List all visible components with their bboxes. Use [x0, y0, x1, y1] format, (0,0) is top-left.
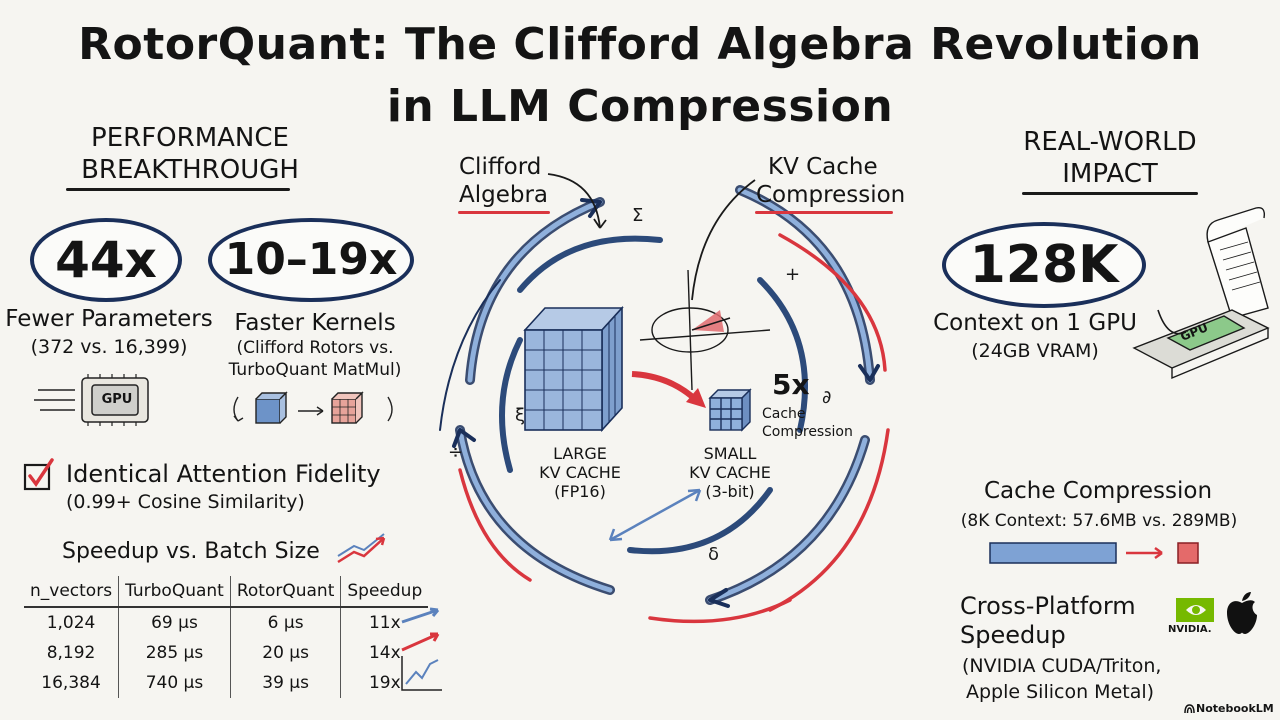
context-stat-value: 128K [942, 222, 1146, 308]
cross-platform-detail: (NVIDIA CUDA/Triton, [962, 655, 1162, 677]
page-title: RotorQuant: The Clifford Algebra Revolut… [78, 19, 1202, 70]
table-row: 8,192 285 μs 20 μs 14x [24, 638, 429, 668]
table-cell: 19x [340, 668, 429, 698]
table-cell: 20 μs [229, 638, 341, 668]
speedup-table: n_vectors TurboQuant RotorQuant Speedup … [24, 576, 429, 698]
table-row: 1,024 69 μs 6 μs 11x [24, 607, 429, 638]
table-cell: 14x [340, 638, 429, 668]
large-cache-label-line3: (FP16) [554, 482, 606, 501]
clifford-algebra-label: Clifford [459, 154, 542, 180]
cache-size-bars [989, 542, 1199, 564]
impact-header-line2: IMPACT [1062, 159, 1158, 189]
table-cell: 6 μs [229, 607, 341, 638]
svg-text:δ: δ [708, 544, 719, 565]
compression-ratio-label-line2: Compression [762, 424, 853, 440]
impact-header: REAL-WORLD [1023, 127, 1197, 157]
page-title-line2: in LLM Compression [386, 81, 894, 132]
large-cache-label-line2: KV CACHE [539, 463, 621, 482]
compression-ratio: 5x [772, 368, 810, 401]
cache-compression-detail: (8K Context: 57.6MB vs. 289MB) [960, 511, 1238, 531]
performance-header: PERFORMANCE [91, 123, 289, 153]
impact-underline [1022, 192, 1198, 195]
speedup-table-title: Speedup vs. Batch Size [62, 539, 320, 564]
apple-logo-icon [1227, 592, 1257, 634]
table-cell: 11x [340, 607, 429, 638]
cross-platform-title-line2: Speedup [960, 621, 1066, 649]
table-cell: 69 μs [118, 607, 231, 638]
kernels-detail-line2: TurboQuant MatMul) [228, 360, 402, 380]
fidelity-label: Identical Attention Fidelity [66, 460, 381, 488]
gpu-chip-icon [34, 374, 149, 426]
small-cache-label-line2: KV CACHE [689, 463, 771, 482]
gpu-chip-text: GPU [101, 392, 133, 407]
table-cell: 1,024 [46, 613, 96, 633]
cross-platform-detail-line2: Apple Silicon Metal) [966, 681, 1155, 703]
fidelity-detail: (0.99+ Cosine Similarity) [66, 491, 305, 513]
svg-text:÷: ÷ [448, 442, 463, 463]
cache-compression-title: Cache Compression [983, 478, 1213, 504]
gpu-card-icon [1132, 207, 1270, 380]
svg-text:Σ: Σ [632, 205, 643, 226]
context-label: Context on 1 GPU [933, 310, 1137, 336]
compression-ratio-label: Cache [762, 406, 806, 422]
kernels-label: Faster Kernels [234, 310, 396, 336]
table-cell: 740 μs [118, 668, 231, 698]
clifford-rotor-diagram: Σ + ξ ∂ ÷ δ [439, 173, 890, 624]
svg-text:∂: ∂ [822, 387, 831, 408]
clifford-underline [458, 211, 550, 214]
table-header: RotorQuant [229, 576, 341, 608]
header-underline [66, 188, 290, 191]
table-header: n_vectors [24, 576, 119, 608]
small-cache-label: SMALL [703, 444, 757, 463]
performance-header-line2: BREAKTHROUGH [81, 155, 299, 185]
kv-cache-label-line2: Compression [756, 182, 906, 208]
parameters-label: Fewer Parameters [5, 306, 213, 332]
large-cache-label: LARGE [553, 444, 607, 463]
parameters-stat-value: 44x [30, 218, 182, 302]
table-cell: 16,384 [41, 673, 101, 693]
nvidia-logo-icon [1176, 598, 1214, 622]
notebooklm-logo-icon [1184, 704, 1195, 714]
speedup-arrows-icon [401, 607, 442, 691]
cross-platform-title: Cross-Platform [960, 592, 1136, 620]
svg-text:ξ: ξ [515, 405, 525, 426]
kernel-speedup-icon [233, 391, 393, 424]
kv-cache-label: KV Cache [768, 154, 878, 180]
kernels-detail: (Clifford Rotors vs. [236, 338, 394, 358]
table-header: TurboQuant [118, 576, 231, 608]
small-cache-label-line3: (3-bit) [705, 482, 755, 501]
trend-up-icon [337, 533, 386, 564]
table-cell: 285 μs [118, 638, 231, 668]
parameters-detail: (372 vs. 16,399) [30, 336, 188, 358]
table-cell: 39 μs [229, 668, 341, 698]
svg-text:+: + [785, 264, 800, 285]
table-cell: 8,192 [46, 643, 96, 663]
context-detail: (24GB VRAM) [971, 340, 1099, 362]
kernels-stat-value: 10–19x [208, 218, 414, 302]
notebooklm-logo-text: NotebookLM [1196, 702, 1274, 715]
table-header: Speedup [340, 576, 429, 608]
nvidia-logo-text: NVIDIA. [1168, 624, 1212, 635]
clifford-algebra-label-line2: Algebra [459, 182, 549, 208]
kv-cache-underline [755, 211, 893, 214]
checkbox-checked-icon [23, 458, 54, 491]
table-row: 16,384 740 μs 39 μs 19x [24, 668, 429, 698]
